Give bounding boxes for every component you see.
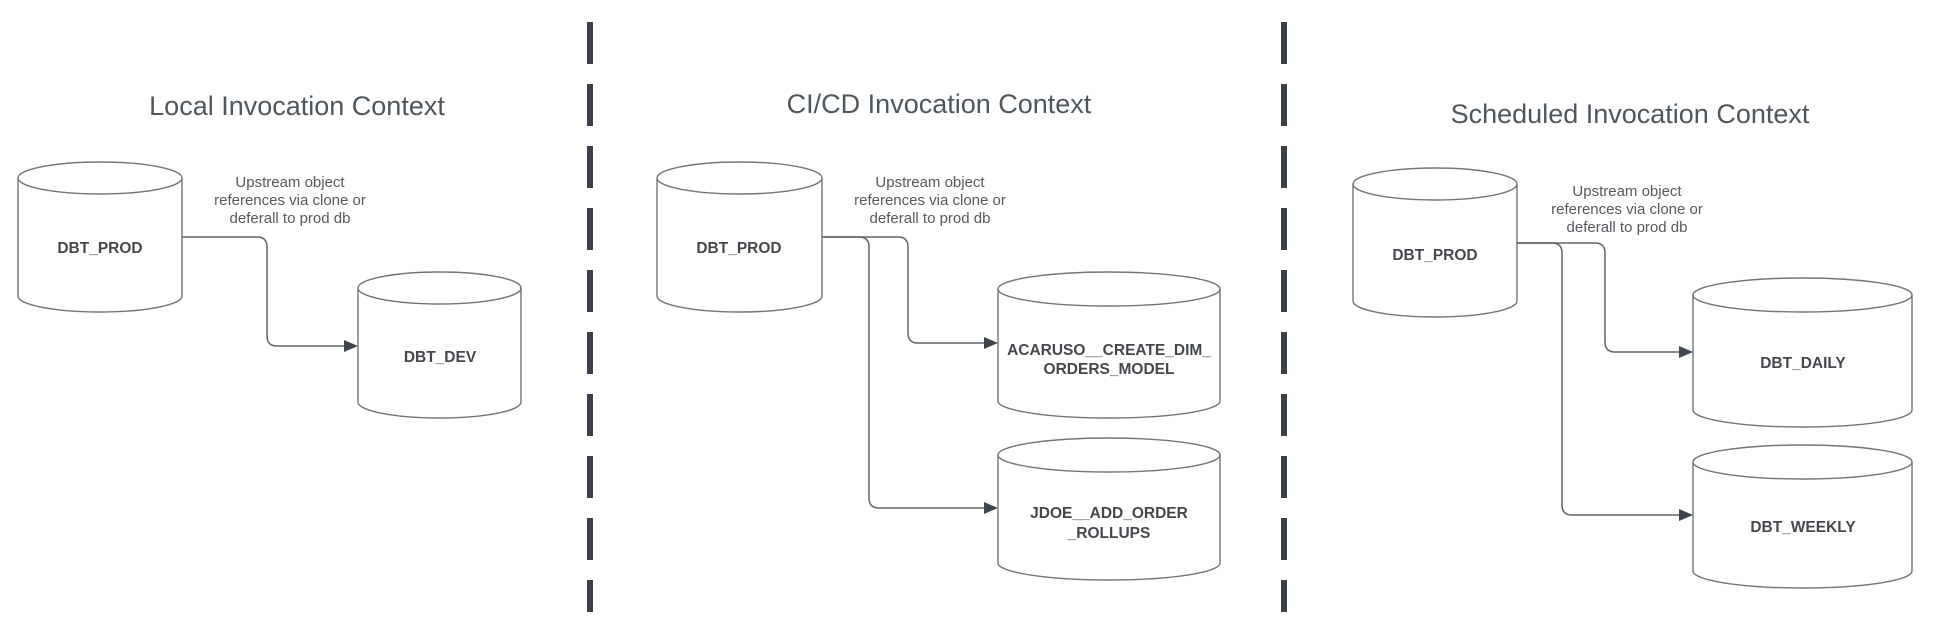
db-node-dbt-prod: DBT_PROD — [17, 161, 183, 313]
node-label: DBT_DAILY — [1760, 355, 1846, 372]
node-label: DBT_PROD — [1392, 247, 1477, 264]
node-label: ORDERS_MODEL — [1044, 361, 1175, 378]
section-title: Local Invocation Context — [149, 91, 445, 121]
cylinder-top-arc — [997, 454, 1221, 473]
db-node-acaruso-create-dim-orders-model: ACARUSO__CREATE_DIM_ ORDERS_MODEL — [997, 271, 1221, 419]
section-cicd: CI/CD Invocation Context DBT_PROD Upstre… — [656, 89, 1221, 581]
cylinder-top-arc — [1352, 183, 1518, 201]
annotation-line: references via clone or — [214, 192, 366, 209]
db-node-jdoe-add-order-rollups: JDOE__ADD_ORDER _ROLLUPS — [997, 437, 1221, 581]
database-cylinder-icon — [656, 161, 823, 313]
edge-annotation: Upstream object references via clone or … — [1551, 183, 1703, 236]
annotation-line: Upstream object — [1572, 183, 1682, 200]
annotation-line: deferall to prod db — [230, 210, 351, 227]
db-node-dbt-prod: DBT_PROD — [656, 161, 823, 313]
node-label: DBT_PROD — [696, 240, 781, 257]
connector-prod-to-acaruso — [822, 236, 985, 344]
node-label: _ROLLUPS — [1067, 525, 1151, 542]
db-node-dbt-prod: DBT_PROD — [1352, 167, 1518, 318]
cylinder-top-arc — [656, 177, 823, 195]
connector-prod-to-jdoe — [822, 236, 985, 509]
section-scheduled: Scheduled Invocation Context DBT_PROD Up… — [1352, 99, 1913, 589]
db-node-dbt-dev: DBT_DEV — [357, 271, 522, 419]
node-label: DBT_WEEKLY — [1750, 519, 1856, 536]
cylinder-top-arc — [1692, 294, 1913, 313]
node-label: JDOE__ADD_ORDER — [1030, 505, 1188, 522]
database-cylinder-icon — [1692, 444, 1913, 589]
arrowhead-icon — [1679, 509, 1693, 521]
connector-prod-to-daily — [1517, 242, 1680, 353]
annotation-line: references via clone or — [1551, 201, 1703, 218]
annotation-line: Upstream object — [235, 174, 345, 191]
arrowhead-icon — [1679, 346, 1693, 358]
arrowhead-icon — [984, 337, 998, 349]
database-cylinder-icon — [357, 271, 522, 419]
node-label: ACARUSO__CREATE_DIM_ — [1007, 342, 1211, 359]
edge-annotation: Upstream object references via clone or … — [214, 174, 366, 227]
arrowhead-icon — [344, 340, 358, 352]
database-cylinder-icon — [1352, 167, 1518, 318]
section-title: CI/CD Invocation Context — [787, 89, 1092, 119]
connector-prod-to-weekly — [1517, 242, 1680, 516]
section-local: Local Invocation Context DBT_PROD Upstre… — [17, 91, 522, 419]
cylinder-top-arc — [17, 177, 183, 195]
database-cylinder-icon — [1692, 277, 1913, 428]
cylinder-top-arc — [357, 287, 522, 305]
edge-annotation: Upstream object references via clone or … — [854, 174, 1006, 227]
annotation-line: Upstream object — [875, 174, 985, 191]
cylinder-top-arc — [1692, 461, 1913, 480]
annotation-line: deferall to prod db — [1567, 219, 1688, 236]
database-cylinder-icon — [17, 161, 183, 313]
database-cylinder-icon — [997, 271, 1221, 419]
cylinder-top-arc — [997, 288, 1221, 307]
db-node-dbt-weekly: DBT_WEEKLY — [1692, 444, 1913, 589]
annotation-line: deferall to prod db — [870, 210, 991, 227]
arrowhead-icon — [984, 502, 998, 514]
node-label: DBT_PROD — [57, 240, 142, 257]
database-cylinder-icon — [997, 437, 1221, 581]
db-node-dbt-daily: DBT_DAILY — [1692, 277, 1913, 428]
connector-prod-to-dev — [182, 236, 345, 347]
annotation-line: references via clone or — [854, 192, 1006, 209]
section-title: Scheduled Invocation Context — [1451, 99, 1810, 129]
node-label: DBT_DEV — [404, 349, 477, 366]
